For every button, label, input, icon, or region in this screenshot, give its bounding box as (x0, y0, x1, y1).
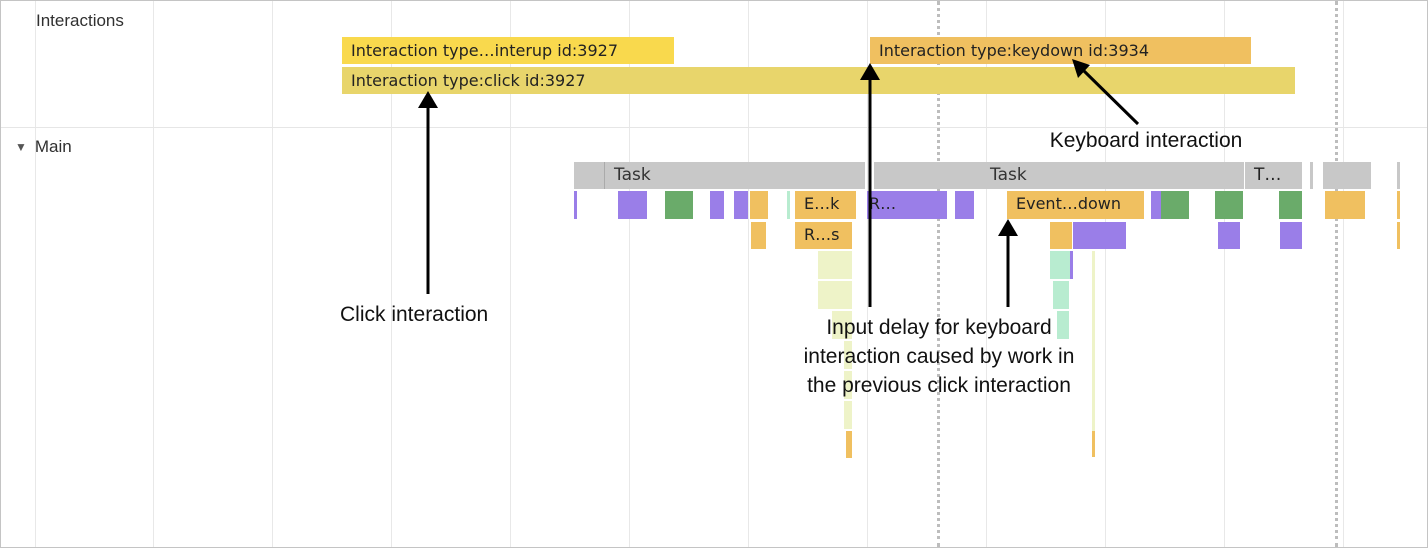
task-bar[interactable]: Task (574, 162, 865, 189)
gc-block[interactable] (844, 371, 852, 399)
layout-block[interactable] (1057, 311, 1069, 339)
gridline (510, 1, 511, 547)
script-block[interactable] (1070, 251, 1073, 279)
script-block[interactable] (574, 191, 577, 219)
interactions-track-label[interactable]: Interactions (36, 11, 124, 30)
task-bar[interactable]: Task (874, 162, 1244, 189)
task-separator (604, 162, 605, 189)
input-delay-line: Input delay for keyboard (826, 316, 1052, 339)
script-block[interactable] (1151, 191, 1161, 219)
keydown-event-arrow (998, 219, 1018, 307)
layout-block[interactable] (1050, 251, 1070, 279)
event-block[interactable] (751, 222, 766, 249)
gc-block[interactable] (844, 401, 852, 429)
click-arrow (418, 91, 438, 294)
gridline (1105, 1, 1106, 547)
gridline (629, 1, 630, 547)
main-track-label: Main (34, 137, 72, 156)
script-block[interactable] (1073, 222, 1126, 249)
event-block[interactable] (1397, 222, 1400, 249)
task-bar[interactable] (1323, 162, 1371, 189)
event-block[interactable] (846, 431, 852, 458)
script-block[interactable] (734, 191, 748, 219)
keyboard-interaction-annotation: Keyboard interaction (1049, 129, 1243, 152)
gridline (35, 1, 36, 547)
event-block[interactable] (1397, 191, 1400, 219)
paint-block[interactable] (1161, 191, 1189, 219)
script-block[interactable] (915, 191, 947, 219)
interaction-pointerup-bar[interactable]: Interaction type…interup id:3927 (342, 37, 674, 64)
script-block[interactable] (710, 191, 724, 219)
event-keydown-block[interactable]: Event…down (1007, 191, 1144, 219)
track-divider (1, 127, 1427, 128)
interaction-keydown-bar[interactable]: Interaction type:keydown id:3934 (870, 37, 1251, 64)
time-marker (937, 1, 940, 547)
task-bar[interactable] (1397, 162, 1400, 189)
gc-block[interactable] (832, 311, 852, 339)
gridline (153, 1, 154, 547)
script-block[interactable] (1280, 222, 1302, 249)
task-bar[interactable] (1310, 162, 1313, 189)
event-block[interactable] (1092, 431, 1095, 457)
gridline (1343, 1, 1344, 547)
script-block[interactable] (955, 191, 974, 219)
keyboard-arrow (1072, 59, 1140, 126)
layout-block[interactable] (787, 191, 790, 219)
gridline (391, 1, 392, 547)
event-click-block[interactable]: E…k (795, 191, 856, 219)
event-block[interactable] (1050, 222, 1072, 249)
input-delay-arrow (860, 63, 880, 307)
triangle-down-icon[interactable]: ▼ (15, 140, 27, 154)
input-delay-annotation: Input delay for keyboard interaction cau… (769, 313, 1109, 400)
gc-block[interactable] (818, 251, 852, 279)
gridline (867, 1, 868, 547)
paint-block[interactable] (665, 191, 693, 219)
script-block[interactable] (1218, 222, 1240, 249)
gridline (748, 1, 749, 547)
main-track-header[interactable]: ▼ Main (15, 137, 72, 157)
event-click-child-block[interactable]: R…s (795, 222, 852, 249)
gridline (1224, 1, 1225, 547)
gc-block[interactable] (1092, 251, 1095, 457)
time-marker (1335, 1, 1338, 547)
layout-block[interactable] (1053, 281, 1069, 309)
interaction-click-bar[interactable]: Interaction type:click id:3927 (342, 67, 1295, 94)
task-bar[interactable]: T… (1245, 162, 1302, 189)
input-delay-line: interaction caused by work in (803, 345, 1075, 368)
event-block[interactable] (750, 191, 768, 219)
input-delay-line: the previous click interaction (807, 374, 1071, 397)
gc-block[interactable] (818, 281, 852, 309)
gridline (986, 1, 987, 547)
event-block[interactable] (1325, 191, 1365, 219)
paint-block[interactable] (1215, 191, 1243, 219)
click-interaction-annotation: Click interaction (340, 303, 489, 326)
script-block[interactable] (618, 191, 647, 219)
gc-block[interactable] (844, 341, 852, 369)
script-block[interactable]: R… (867, 191, 915, 219)
paint-block[interactable] (1279, 191, 1302, 219)
gridline (272, 1, 273, 547)
